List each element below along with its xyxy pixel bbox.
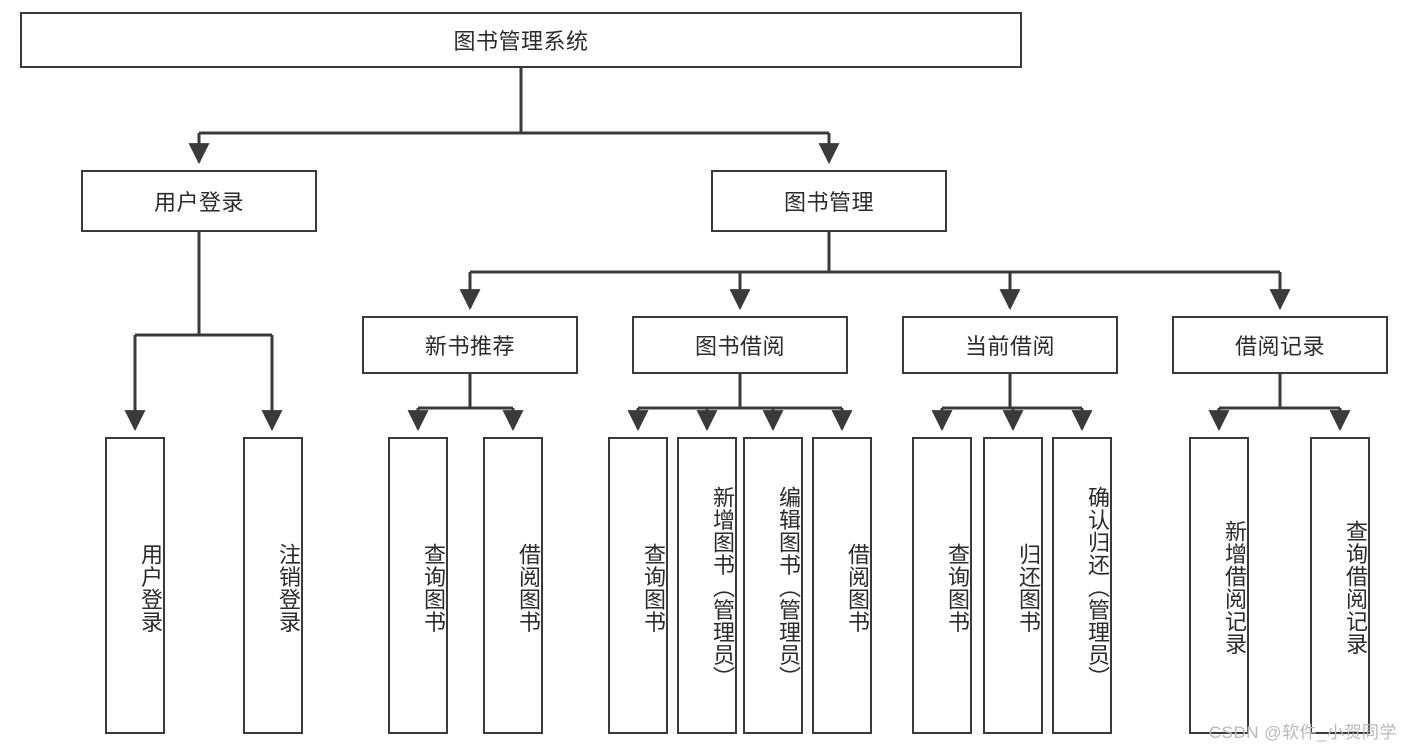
leaf-label: 查询图书 [421, 542, 446, 633]
leaf-confirm-return-admin[interactable]: 确认归还（管理员） [1052, 437, 1112, 734]
edges-current-borrow-to-leaves [931, 374, 1093, 432]
node-root-system[interactable]: 图书管理系统 [20, 12, 1022, 68]
leaf-label: 查询图书 [945, 542, 970, 633]
watermark: CSDN @软件_小贺同学 [1208, 723, 1397, 742]
node-label: 当前借阅 [964, 334, 1055, 359]
node-book-borrow[interactable]: 图书借阅 [632, 316, 848, 374]
node-label: 图书管理系统 [453, 29, 589, 54]
edges-root-to-level2 [188, 68, 840, 165]
edges-book-manage-to-level3 [459, 232, 1291, 311]
leaf-user-login[interactable]: 用户登录 [105, 437, 165, 734]
leaf-label: 新增图书（管理员） [710, 486, 735, 689]
node-label: 新书推荐 [424, 334, 515, 359]
leaf-label: 新增借阅记录 [1222, 520, 1247, 655]
leaf-label: 注销登录 [276, 542, 301, 633]
edges-user-login-to-leaves [124, 232, 283, 432]
leaf-label: 确认归还（管理员） [1085, 486, 1110, 689]
node-label: 用户登录 [153, 190, 244, 215]
edges-borrow-record-to-leaves [1208, 374, 1351, 432]
node-book-manage[interactable]: 图书管理 [711, 170, 947, 232]
node-new-book-recommend[interactable]: 新书推荐 [362, 316, 578, 374]
leaf-label: 借阅图书 [845, 542, 870, 633]
leaf-borrow-book-recommend[interactable]: 借阅图书 [483, 437, 543, 734]
leaf-add-book-admin[interactable]: 新增图书（管理员） [677, 437, 737, 734]
edges-book-borrow-to-leaves [627, 374, 853, 432]
leaf-label: 用户登录 [138, 542, 163, 633]
edges-new-book-rec-to-leaves [407, 374, 524, 432]
leaf-label: 借阅图书 [516, 542, 541, 633]
leaf-label: 编辑图书（管理员） [776, 486, 801, 689]
node-borrow-record[interactable]: 借阅记录 [1172, 316, 1388, 374]
leaf-edit-book-admin[interactable]: 编辑图书（管理员） [743, 437, 803, 734]
leaf-label: 查询借阅记录 [1343, 520, 1368, 655]
node-current-borrow[interactable]: 当前借阅 [902, 316, 1118, 374]
leaf-query-book-borrow[interactable]: 查询图书 [608, 437, 668, 734]
leaf-add-borrow-record[interactable]: 新增借阅记录 [1189, 437, 1249, 734]
node-label: 借阅记录 [1234, 334, 1325, 359]
leaf-label: 查询图书 [641, 542, 666, 633]
leaf-logout[interactable]: 注销登录 [243, 437, 303, 734]
node-user-login[interactable]: 用户登录 [81, 170, 317, 232]
leaf-return-book[interactable]: 归还图书 [983, 437, 1043, 734]
node-label: 图书借阅 [694, 334, 785, 359]
leaf-query-book-recommend[interactable]: 查询图书 [388, 437, 448, 734]
leaf-label: 归还图书 [1016, 542, 1041, 633]
leaf-borrow-book[interactable]: 借阅图书 [812, 437, 872, 734]
leaf-query-book-current[interactable]: 查询图书 [912, 437, 972, 734]
node-label: 图书管理 [783, 190, 874, 215]
leaf-query-borrow-record[interactable]: 查询借阅记录 [1310, 437, 1370, 734]
